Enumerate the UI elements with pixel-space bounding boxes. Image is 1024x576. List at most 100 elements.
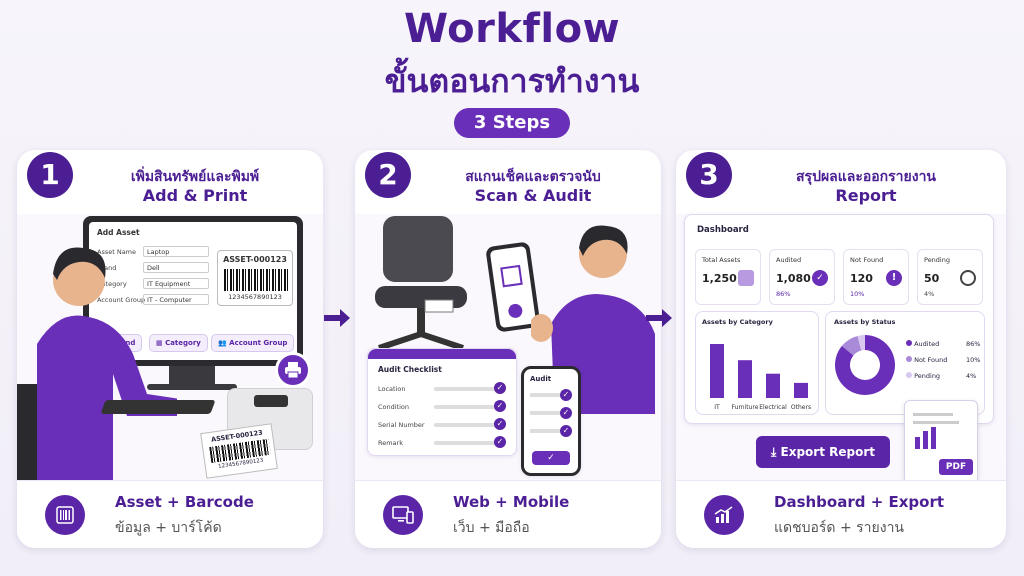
stat-pct: 10%: [850, 290, 865, 298]
category-field[interactable]: IT Equipment: [143, 278, 209, 289]
step-title-en: Add & Print: [142, 186, 248, 205]
stat-value: 50: [924, 272, 940, 285]
legend-item: Audited 86%: [906, 340, 980, 356]
status-chart: Assets by Status Audited 86% Not Found 1…: [825, 311, 985, 415]
step-number: 1: [27, 152, 73, 198]
alert-icon: !: [886, 270, 902, 286]
category-tag[interactable]: ▦ Category: [149, 334, 208, 352]
donut-slice: [841, 335, 862, 356]
stat-total-assets: Total Assets 1,250: [695, 249, 761, 305]
printer-icon: [275, 352, 311, 388]
bar-label: Furniture: [732, 404, 759, 411]
stat-label: Not Found: [850, 256, 884, 264]
check-icon[interactable]: ✓: [494, 418, 506, 430]
stat-pct: 4%: [924, 290, 935, 298]
asset-name-field[interactable]: Laptop: [143, 246, 209, 257]
export-label: Export Report: [780, 445, 875, 459]
form-title: Add Asset: [97, 228, 140, 237]
field-label: Asset Name: [97, 248, 137, 256]
step-card-3: 3 สรุปผลและออกรายงาน Report Dashboard To…: [676, 150, 1006, 548]
bar-label: Electrical: [759, 404, 787, 411]
bar: [710, 344, 724, 398]
field-label: Category: [97, 280, 127, 288]
bar: [738, 360, 752, 398]
step-card-1: 1 เพิ่มสินทรัพย์และพิมพ์ Add & Print Add…: [17, 150, 323, 548]
footer-main: Web + Mobile: [453, 493, 570, 511]
monitor-base: [147, 384, 237, 390]
footer-main: Asset + Barcode: [115, 493, 254, 511]
mobile-audit-panel: Audit ✓ ✓ ✓ ✓: [521, 366, 581, 476]
confirm-button[interactable]: ✓: [532, 451, 570, 465]
step-footer: Dashboard + Export แดชบอร์ด + รายงาน: [676, 480, 1006, 548]
pdf-badge: PDF: [939, 459, 973, 475]
steps-badge: 3 Steps: [454, 108, 570, 138]
arrow-right-icon: [324, 309, 350, 327]
stat-pending: Pending 50 4%: [917, 249, 983, 305]
pdf-document: PDF: [904, 400, 978, 484]
person-at-desk: [17, 247, 177, 482]
check-icon[interactable]: ✓: [494, 400, 506, 412]
devices-icon: [383, 495, 423, 535]
dashboard-panel: Dashboard Total Assets 1,250 Audited 1,0…: [684, 214, 994, 424]
legend-name: Pending: [914, 372, 941, 380]
legend-pct: 86%: [966, 340, 981, 348]
chart-growth-icon: [704, 495, 744, 535]
check-icon[interactable]: ✓: [494, 382, 506, 394]
checklist-item: Remark: [378, 439, 403, 447]
stat-label: Pending: [924, 256, 950, 264]
asset-code: ASSET-000123: [223, 255, 287, 264]
step-footer: Asset + Barcode ข้อมูล + บาร์โค้ด: [17, 480, 323, 548]
arrow-right-icon: [646, 309, 672, 327]
donut-slice: [835, 335, 895, 395]
barcode-number: 1234567890123: [228, 293, 282, 301]
legend-name: Not Found: [914, 356, 948, 364]
stat-label: Audited: [776, 256, 802, 264]
bar: [766, 373, 780, 398]
monitor-stand: [169, 366, 215, 386]
account-group-field[interactable]: IT - Computer: [143, 294, 209, 305]
check-icon[interactable]: ✓: [560, 407, 572, 419]
checklist-item: Location: [378, 385, 406, 393]
export-report-button[interactable]: ⤓ Export Report: [756, 436, 890, 468]
chart-title: Assets by Status: [834, 318, 896, 326]
check-icon[interactable]: ✓: [560, 425, 572, 437]
page-title: Workflow: [403, 6, 621, 52]
scan-audit-illustration: Audit Checklist Location ✓ Condition ✓ S…: [355, 214, 661, 482]
dashboard-title: Dashboard: [697, 225, 749, 235]
legend-item: Not Found 10%: [906, 356, 980, 372]
printed-label: ASSET-000123 1234567890123: [200, 423, 278, 479]
donut-slice: [857, 335, 865, 351]
download-icon: ⤓: [771, 445, 777, 459]
step-footer: Web + Mobile เว็บ + มือถือ: [355, 480, 661, 548]
footer-main: Dashboard + Export: [774, 493, 945, 511]
account-group-tag[interactable]: 👥 Account Group: [211, 334, 295, 352]
checklist-item: Condition: [378, 403, 410, 411]
status-legend: Audited 86% Not Found 10% Pending 4%: [906, 340, 980, 388]
keyboard: [100, 400, 216, 414]
bar-label: IT: [714, 404, 720, 411]
check-icon[interactable]: ✓: [494, 436, 506, 448]
stat-pct: 86%: [776, 290, 791, 298]
step-title-en: Scan & Audit: [474, 186, 592, 205]
barcode-preview: ASSET-000123 1234567890123: [217, 250, 293, 306]
legend-pct: 10%: [966, 356, 981, 364]
bar: [794, 382, 808, 398]
stat-value: 1,250: [702, 272, 737, 285]
stat-value: 120: [850, 272, 873, 285]
field-label: Brand: [97, 264, 117, 272]
footer-sub: แดชบอร์ด + รายงาน: [774, 520, 905, 536]
stat-not-found: Not Found 120 10% !: [843, 249, 909, 305]
bar-label: Others: [791, 404, 811, 411]
stat-audited: Audited 1,080 86% ✓: [769, 249, 835, 305]
tag-label: Category: [165, 339, 201, 347]
box-icon: [738, 270, 754, 286]
status-donut: [835, 335, 895, 395]
footer-sub: ข้อมูล + บาร์โค้ด: [115, 520, 222, 536]
chart-title: Assets by Category: [702, 318, 773, 326]
tag-label: Account Group: [229, 339, 288, 347]
page-subtitle: ขั้นตอนการทำงาน: [384, 62, 640, 100]
check-icon[interactable]: ✓: [560, 389, 572, 401]
brand-field[interactable]: Dell: [143, 262, 209, 273]
